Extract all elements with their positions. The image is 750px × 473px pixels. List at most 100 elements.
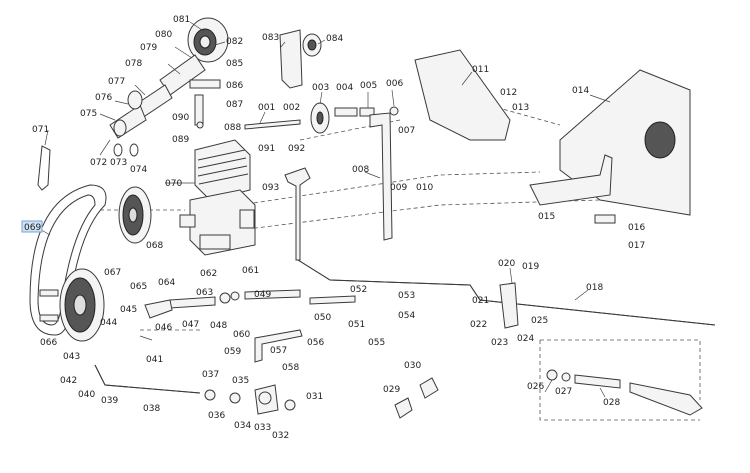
callout-035: 035 xyxy=(232,376,249,386)
pulley-068 xyxy=(118,186,152,244)
hose-line xyxy=(144,289,356,319)
callout-002: 002 xyxy=(283,103,300,113)
callout-005: 005 xyxy=(360,81,377,91)
fitting-029 xyxy=(394,397,413,419)
callout-082: 082 xyxy=(226,37,243,47)
bracket-021 xyxy=(499,282,519,329)
guard-vent xyxy=(644,121,676,159)
callout-093: 093 xyxy=(262,183,279,193)
callout-071: 071 xyxy=(32,125,49,135)
drive-belt-inner xyxy=(37,194,96,326)
callout-023: 023 xyxy=(491,338,508,348)
callout-041: 041 xyxy=(146,355,163,365)
callout-058: 058 xyxy=(282,363,299,373)
callout-040: 040 xyxy=(78,390,95,400)
callout-045: 045 xyxy=(120,305,137,315)
callout-063: 063 xyxy=(196,288,213,298)
hose-028 xyxy=(546,369,703,416)
callout-006: 006 xyxy=(386,79,403,89)
callout-015: 015 xyxy=(538,212,555,222)
callout-013: 013 xyxy=(512,103,529,113)
drive-assembly-081 xyxy=(109,17,229,139)
callout-067: 067 xyxy=(104,268,121,278)
oring-074 xyxy=(129,143,139,157)
drive-belt xyxy=(29,184,107,336)
callout-014: 014 xyxy=(572,86,589,96)
callout-087: 087 xyxy=(226,100,243,110)
callout-018: 018 xyxy=(586,283,603,293)
callout-064: 064 xyxy=(158,278,175,288)
callout-079: 079 xyxy=(140,43,157,53)
callout-033: 033 xyxy=(254,423,271,433)
callout-029: 029 xyxy=(383,385,400,395)
callout-072: 072 xyxy=(90,158,107,168)
callout-008: 008 xyxy=(352,165,369,175)
callout-078: 078 xyxy=(125,59,142,69)
callout-012: 012 xyxy=(500,88,517,98)
callout-048: 048 xyxy=(210,321,227,331)
callout-089: 089 xyxy=(172,135,189,145)
callout-061: 061 xyxy=(242,266,259,276)
callout-032: 032 xyxy=(272,431,289,441)
callout-034: 034 xyxy=(234,421,251,431)
callout-083: 083 xyxy=(262,33,279,43)
callout-046: 046 xyxy=(155,323,172,333)
callout-066: 066 xyxy=(40,338,57,348)
callout-085: 085 xyxy=(226,59,243,69)
tension-arm-008 xyxy=(369,112,393,241)
callout-070: 070 xyxy=(165,179,182,189)
callout-080: 080 xyxy=(155,30,172,40)
callout-054: 054 xyxy=(398,311,415,321)
callout-021: 021 xyxy=(472,296,489,306)
callout-088: 088 xyxy=(224,123,241,133)
callout-004: 004 xyxy=(336,83,353,93)
callout-027: 027 xyxy=(555,387,572,397)
chain-part xyxy=(37,145,51,191)
callout-060: 060 xyxy=(233,330,250,340)
callout-077: 077 xyxy=(108,77,125,87)
label-highlight xyxy=(21,220,43,233)
callout-031: 031 xyxy=(306,392,323,402)
callout-042: 042 xyxy=(60,376,77,386)
bracket-016 xyxy=(594,214,616,224)
callout-036: 036 xyxy=(208,411,225,421)
callout-073: 073 xyxy=(110,158,127,168)
callout-007: 007 xyxy=(398,126,415,136)
callout-047: 047 xyxy=(182,320,199,330)
callout-081: 081 xyxy=(173,15,190,25)
callout-028: 028 xyxy=(603,398,620,408)
callout-084: 084 xyxy=(326,34,343,44)
callout-labels: 081 080 082 079 078 085 077 086 076 087 … xyxy=(24,15,645,441)
callout-086: 086 xyxy=(226,81,243,91)
oring-073 xyxy=(113,143,123,157)
bracket-056 xyxy=(254,329,303,363)
callout-025: 025 xyxy=(531,316,548,326)
callout-057: 057 xyxy=(270,346,287,356)
callout-055: 055 xyxy=(368,338,385,348)
callout-001: 001 xyxy=(258,103,275,113)
callout-091: 091 xyxy=(258,144,275,154)
callout-076: 076 xyxy=(95,93,112,103)
callout-024: 024 xyxy=(517,334,534,344)
callout-051: 051 xyxy=(348,320,365,330)
callout-009: 009 xyxy=(390,183,407,193)
callout-038: 038 xyxy=(143,404,160,414)
callout-090: 090 xyxy=(172,113,189,123)
callout-011: 011 xyxy=(472,65,489,75)
callout-010: 010 xyxy=(416,183,433,193)
callout-062: 062 xyxy=(200,269,217,279)
callout-030: 030 xyxy=(404,361,421,371)
guard-plate-011 xyxy=(414,49,511,141)
callout-092: 092 xyxy=(288,144,305,154)
tension-parts xyxy=(244,102,399,134)
callout-022: 022 xyxy=(470,320,487,330)
callout-074: 074 xyxy=(130,165,147,175)
pipe-018 xyxy=(284,167,716,326)
callout-017: 017 xyxy=(628,241,645,251)
callout-037: 037 xyxy=(202,370,219,380)
callout-052: 052 xyxy=(350,285,367,295)
bracket-083 xyxy=(279,29,322,89)
callout-019: 019 xyxy=(522,262,539,272)
